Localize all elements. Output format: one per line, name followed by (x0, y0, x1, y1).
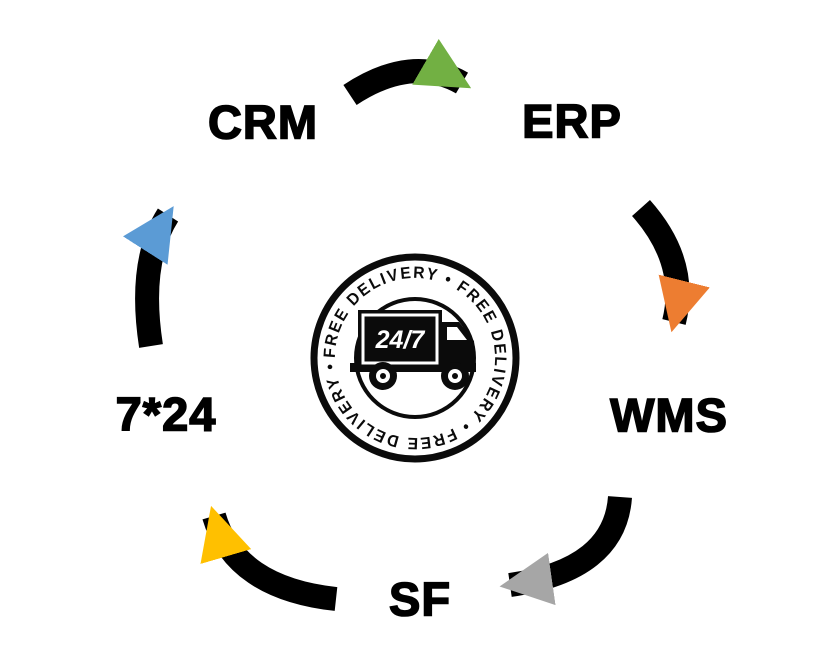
delivery-truck-icon: 24/7 (350, 310, 476, 390)
badge-outer-ring (310, 253, 520, 463)
arrow-crm-to-erp (343, 38, 472, 106)
truck-24-7-label: 24/7 (375, 326, 426, 354)
arrow-sf-to-724 (200, 505, 338, 611)
node-crm: CRM (207, 95, 319, 150)
arrow-wms-to-sf (499, 495, 632, 606)
arrow-erp-to-wms (631, 200, 710, 333)
arrow-724-to-crm (123, 206, 179, 348)
node-erp: ERP (521, 94, 622, 149)
node-7-24: 7*24 (115, 387, 217, 442)
node-wms: WMS (609, 388, 728, 443)
node-sf: SF (388, 572, 452, 627)
free-delivery-badge: FREE DELIVERY • FREE DELIVERY • FREE DEL… (310, 253, 520, 463)
